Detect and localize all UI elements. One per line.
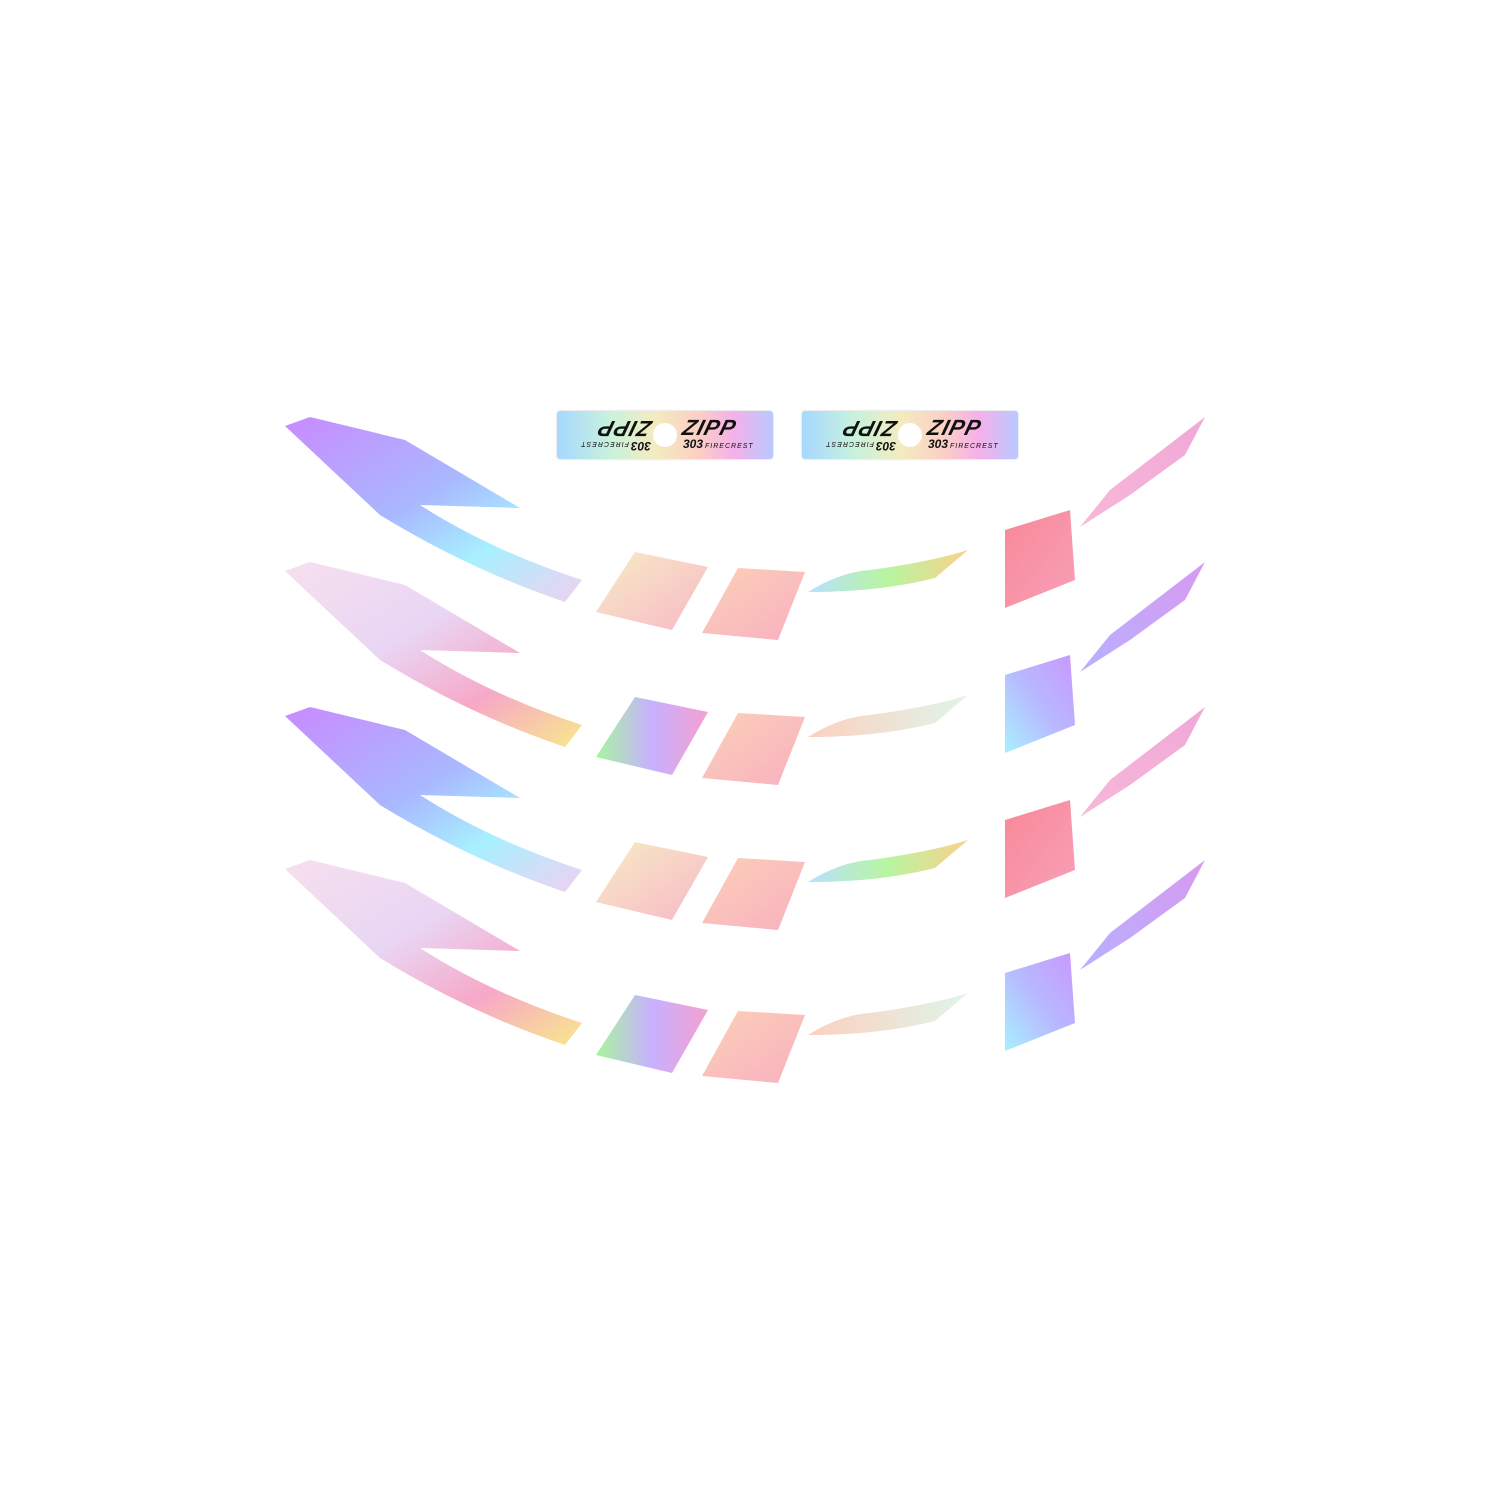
model-line: FIRECREST: [950, 443, 999, 450]
valve-hole: [898, 423, 922, 447]
sliver-decal: [808, 840, 968, 882]
model-line: FIRECREST: [580, 440, 629, 447]
panel-decal: [596, 842, 708, 920]
quad-decal: [1005, 510, 1075, 608]
swoosh-decal: [285, 562, 582, 747]
swoosh-decal: [285, 417, 582, 602]
model-number: 303: [683, 437, 704, 451]
model-number: 303: [928, 437, 949, 451]
sliver-decal: [808, 550, 968, 592]
panel-decal: [702, 1011, 805, 1083]
quad-decal: [1005, 800, 1075, 898]
slash-decal: [1080, 860, 1205, 970]
quad-decal: [1005, 655, 1075, 753]
panel-decal: [596, 697, 708, 775]
slash-decal: [1080, 562, 1205, 672]
brand-text: ZIPP: [594, 416, 655, 441]
slash-decal: [1080, 417, 1205, 527]
model-line: FIRECREST: [825, 440, 874, 447]
sliver-decal: [808, 993, 968, 1035]
model-text: 303FIRECREST: [580, 439, 651, 453]
model-line: FIRECREST: [705, 443, 754, 450]
model-number: 303: [875, 439, 896, 453]
model-number: 303: [630, 439, 651, 453]
decal-row-4: [285, 860, 1205, 1083]
quad-decal: [1005, 953, 1075, 1051]
brand-text: ZIPP: [924, 415, 985, 440]
slash-decal: [1080, 707, 1205, 817]
panel-decal: [596, 995, 708, 1073]
panel-decal: [596, 552, 708, 630]
panel-decal: [702, 713, 805, 785]
valve-hole: [653, 423, 677, 447]
brand-text: ZIPP: [679, 415, 740, 440]
brand-text: ZIPP: [839, 416, 900, 441]
panel-decal: [702, 568, 805, 640]
sliver-decal: [808, 695, 968, 737]
decal-row-1: [285, 417, 1205, 640]
swoosh-decal: [285, 860, 582, 1045]
decal-row-3: [285, 707, 1205, 930]
model-text: 303FIRECREST: [825, 439, 896, 453]
decal-row-2: [285, 562, 1205, 785]
panel-decal: [702, 858, 805, 930]
mirrored-logo: ZIPP 303FIRECREST: [806, 416, 900, 455]
mirrored-logo: ZIPP 303FIRECREST: [561, 416, 655, 455]
swoosh-decal: [285, 707, 582, 892]
